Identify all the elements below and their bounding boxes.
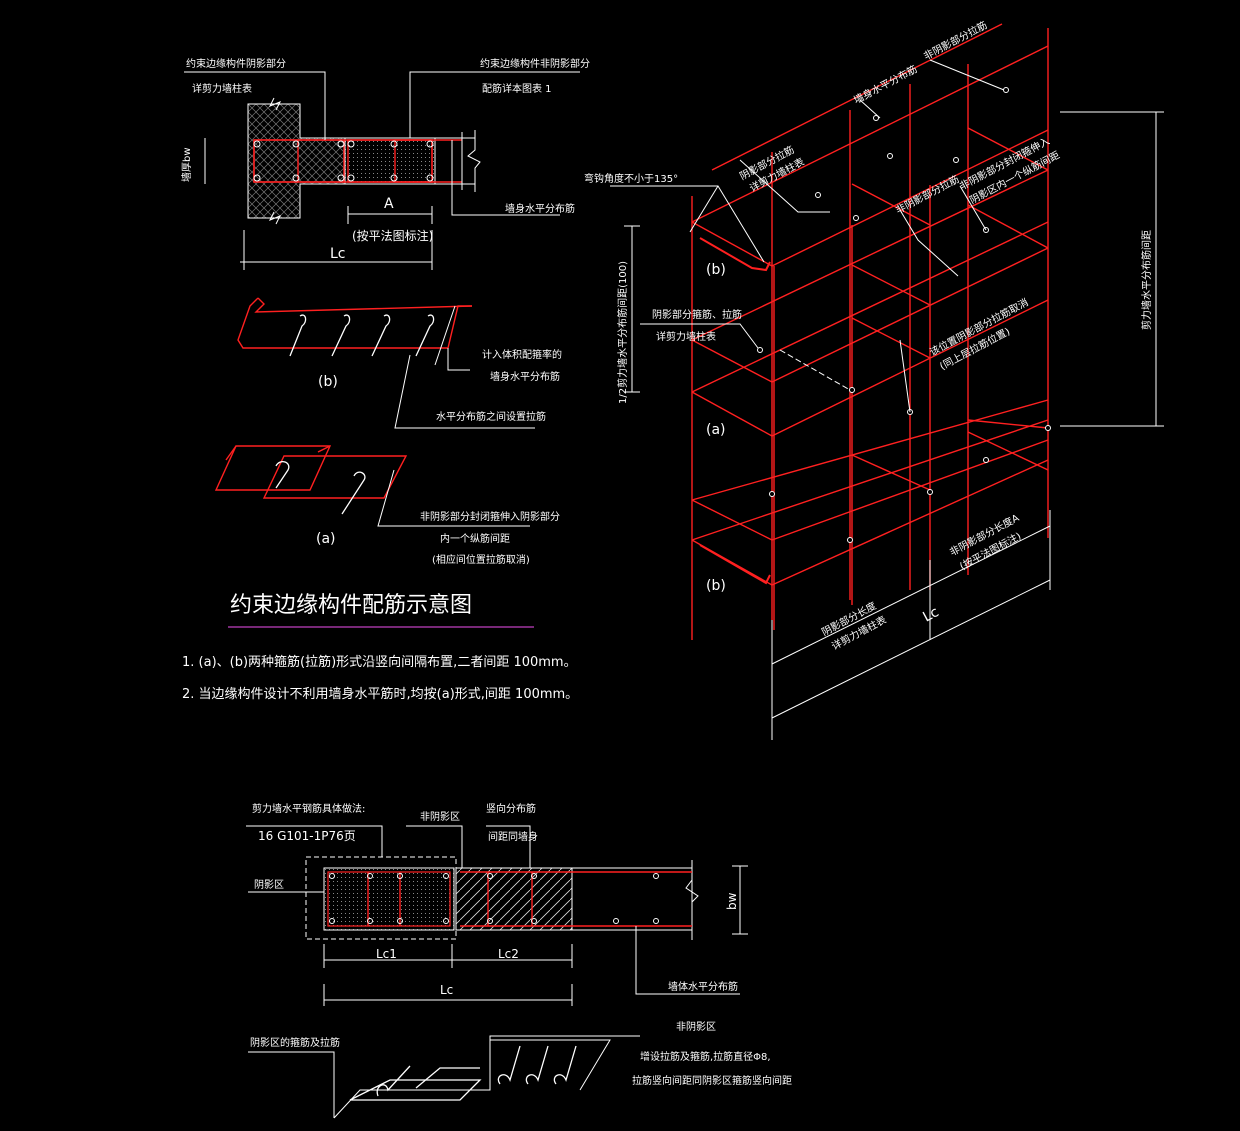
bottom-method: 剪力墙水平钢筋具体做法: [252, 802, 365, 815]
note-2: 2. 当边缘构件设计不利用墙身水平筋时,均按(a)形式,间距 100mm。 [182, 686, 578, 702]
dim-a-note: (按平法图标注) [352, 228, 433, 243]
iso-label-b-top: (b) [706, 262, 726, 278]
bottom-nonshadow-zone-2: 非阴影区 [676, 1021, 716, 1033]
iso-label-b-bottom: (b) [706, 578, 726, 594]
iso-label-a: (a) [706, 422, 726, 438]
detail-b-note2: 水平分布筋之间设置拉筋 [436, 410, 546, 423]
iso-shadow-stirrup-sub: 详剪力墙柱表 [656, 330, 716, 343]
bottom-dim-lc1: Lc1 [376, 947, 397, 961]
bottom-dim-bw: bw [725, 892, 739, 910]
iso-bend-note: 弯钩角度不小于135° [584, 172, 678, 185]
isometric-rebar-cage [610, 23, 1164, 740]
dim-lc-top: Lc [330, 246, 346, 262]
iso-dim-lc: Lc [920, 604, 941, 625]
drawing-title: 约束边缘构件配筋示意图 [230, 593, 472, 618]
edge-member-plan [184, 71, 580, 270]
bottom-dim-lc2: Lc2 [498, 947, 519, 961]
bottom-dim-lc: Lc [440, 983, 453, 997]
bottom-wall-horizontal: 墙体水平分布筋 [668, 980, 738, 993]
label-nonshadow-part: 约束边缘构件非阴影部分 [480, 57, 590, 70]
label-shadow-part-sub: 详剪力墙柱表 [192, 82, 252, 95]
bottom-vertical-bar-sub: 间距同墙身 [488, 830, 538, 843]
bottom-plan [246, 825, 748, 1119]
bottom-tie-note-2: 拉筋竖向间距同阴影区箍筋竖向间距 [632, 1074, 792, 1087]
iso-spacing-right: 剪力墙水平分布筋间距 [1140, 230, 1153, 330]
detail-a-drawing [214, 445, 530, 527]
detail-b-drawing [237, 297, 535, 429]
detail-a-note1b: 内一个纵筋间距 [440, 532, 510, 545]
detail-b-label: (b) [318, 374, 338, 390]
label-nonshadow-part-sub: 配筋详本图表 1 [482, 82, 552, 95]
bottom-nonshadow-zone: 非阴影区 [420, 811, 460, 823]
note-1: 1. (a)、(b)两种箍筋(拉筋)形式沿竖向间隔布置,二者间距 100mm。 [182, 654, 577, 670]
detail-a-note1c: (相应间位置拉筋取消) [432, 553, 530, 566]
detail-b-note1: 计入体积配箍率的 [482, 348, 562, 361]
iso-nonshadow-tie: 非阴影部分拉筋 [921, 18, 989, 62]
bottom-tie-note: 增设拉筋及箍筋,拉筋直径Φ8, [640, 1050, 771, 1063]
detail-a-label: (a) [316, 531, 336, 547]
label-wall-thickness: 墙厚bw [180, 147, 193, 182]
label-shadow-part: 约束边缘构件阴影部分 [186, 57, 286, 70]
iso-wall-horizontal: 墙身水平分布筋 [851, 62, 919, 106]
label-wall-horizontal-bar: 墙身水平分布筋 [505, 202, 575, 215]
detail-b-note1b: 墙身水平分布筋 [490, 370, 560, 383]
dim-a: A [384, 196, 394, 212]
bottom-ref: 16 G101-1P76页 [258, 829, 356, 843]
bottom-shadow-zone: 阴影区 [254, 879, 284, 891]
bottom-shadow-stirrup: 阴影区的箍筋及拉筋 [250, 1036, 340, 1049]
detail-a-note1: 非阴影部分封闭箍伸入阴影部分 [420, 510, 560, 523]
iso-shadow-stirrup: 阴影部分箍筋、拉筋 [652, 308, 742, 321]
bottom-vertical-bar: 竖向分布筋 [486, 802, 536, 815]
iso-half-spacing: 1/2剪力墙水平分布筋间距(100) [616, 261, 629, 404]
iso-nonshadow-tie-2: 非阴影部分拉筋 [893, 172, 961, 216]
